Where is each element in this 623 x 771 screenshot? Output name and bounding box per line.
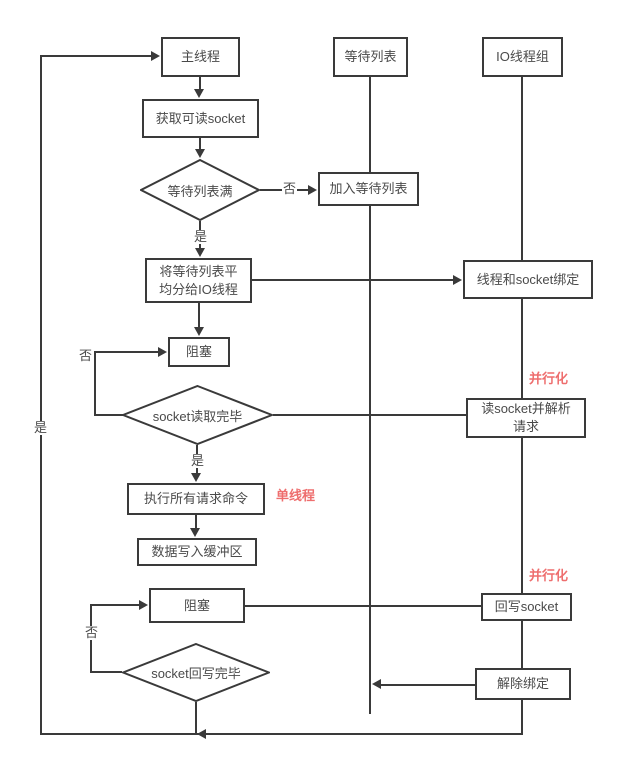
- edge-unbind-to-waitlist: [380, 684, 475, 686]
- node-main-thread: 主线程: [161, 37, 240, 77]
- annotation-parallel-write: 并行化: [529, 568, 569, 583]
- node-get-readable-socket: 获取可读socket: [142, 99, 259, 138]
- label-yes-read-done: 是: [190, 453, 206, 469]
- annotation-single-thread: 单线程: [276, 488, 316, 503]
- node-get-readable-socket-label: 获取可读socket: [155, 110, 246, 126]
- node-socket-read-done-label: socket读取完毕: [152, 408, 243, 424]
- edge-main-loop-top: [40, 55, 151, 57]
- arrowhead-into-join-wait-list: [308, 185, 317, 195]
- node-join-wait-list: 加入等待列表: [318, 172, 419, 206]
- arrowhead-into-block1-left: [158, 347, 167, 357]
- node-main-thread-label: 主线程: [180, 49, 220, 65]
- node-block-write-label: 阻塞: [183, 597, 210, 613]
- arrowhead-bottom-junction: [197, 729, 206, 739]
- edge-bottom-return: [40, 733, 523, 735]
- node-write-data-to-buffer-label: 数据写入缓冲区: [151, 544, 243, 560]
- node-distribute-line1: 将等待列表平: [159, 263, 238, 279]
- edge-distribute-to-block1: [198, 303, 200, 328]
- arrowhead-into-distribute: [195, 248, 205, 257]
- node-wait-list-full-decision: 等待列表满: [140, 159, 260, 221]
- edge-main-loop-left: [40, 55, 42, 735]
- arrowhead-into-main-thread: [151, 51, 160, 61]
- node-write-back-socket-label: 回写socket: [494, 599, 559, 615]
- annotation-parallel-read: 并行化: [529, 371, 569, 386]
- node-socket-read-done-decision: socket读取完毕: [122, 385, 273, 445]
- node-read-socket-line2: 请求: [512, 419, 539, 434]
- node-join-wait-list-label: 加入等待列表: [329, 181, 408, 197]
- arrowhead-into-get-socket: [194, 89, 204, 98]
- node-socket-write-done-decision: socket回写完毕: [122, 643, 270, 702]
- node-read-socket-line1: 读socket并解析: [481, 401, 571, 417]
- edge-execute-to-buffer: [195, 515, 197, 529]
- label-yes-main-loop: 是: [33, 420, 49, 436]
- node-block-read-label: 阻塞: [185, 344, 212, 360]
- edge-get-socket-to-diamond1: [199, 138, 201, 150]
- node-io-thread-group-label: IO线程组: [496, 49, 549, 65]
- node-write-data-to-buffer: 数据写入缓冲区: [137, 538, 257, 566]
- node-write-back-socket: 回写socket: [481, 593, 572, 621]
- node-execute-all-commands: 执行所有请求命令: [127, 483, 265, 515]
- node-bind-thread-socket: 线程和socket绑定: [463, 260, 593, 299]
- node-unbind: 解除绑定: [475, 668, 571, 700]
- node-unbind-label: 解除绑定: [496, 676, 549, 692]
- label-no-write-done: 否: [84, 625, 100, 641]
- lifeline-wait-list: [369, 77, 371, 714]
- label-no-read-done: 否: [79, 348, 93, 363]
- arrowhead-into-buffer: [190, 528, 200, 537]
- edge-no-loop1-top: [95, 351, 158, 353]
- node-io-thread-group: IO线程组: [482, 37, 563, 77]
- node-distribute-line2: 均分给IO线程: [159, 281, 238, 297]
- node-wait-list-label: 等待列表: [344, 49, 397, 65]
- label-no-wait-list-full: 否: [282, 181, 298, 197]
- edge-no-loop1-bottom: [94, 414, 123, 416]
- edge-distribute-to-bind: [252, 279, 454, 281]
- edge-diamond3-yes-down: [195, 702, 197, 734]
- arrowhead-into-waitlist-line: [372, 679, 381, 689]
- arrowhead-into-block1: [194, 327, 204, 336]
- edge-main-to-get-socket: [199, 77, 201, 90]
- arrowhead-into-diamond1: [195, 149, 205, 158]
- edge-no-loop1-side: [94, 351, 96, 415]
- arrowhead-into-bind: [453, 275, 462, 285]
- node-read-socket-parse: 读socket并解析 请求: [466, 398, 586, 438]
- node-block-read: 阻塞: [168, 337, 230, 367]
- node-block-write: 阻塞: [149, 588, 245, 623]
- arrowhead-into-block2-left: [139, 600, 148, 610]
- edge-no-loop2-bottom: [90, 671, 122, 673]
- edge-no-loop2-top: [92, 604, 140, 606]
- node-execute-all-commands-label: 执行所有请求命令: [143, 491, 248, 507]
- node-bind-thread-socket-label: 线程和socket绑定: [476, 271, 580, 287]
- node-wait-list-full-label: 等待列表满: [167, 183, 233, 199]
- node-wait-list: 等待列表: [333, 37, 408, 77]
- edge-block2-to-writeback: [245, 605, 481, 607]
- node-socket-write-done-label: socket回写完毕: [151, 666, 241, 681]
- arrowhead-into-execute: [191, 473, 201, 482]
- edge-diamond2-to-read-socket: [273, 414, 466, 416]
- node-distribute-to-io: 将等待列表平 均分给IO线程: [145, 258, 252, 303]
- label-yes-wait-list-full: 是: [193, 229, 209, 245]
